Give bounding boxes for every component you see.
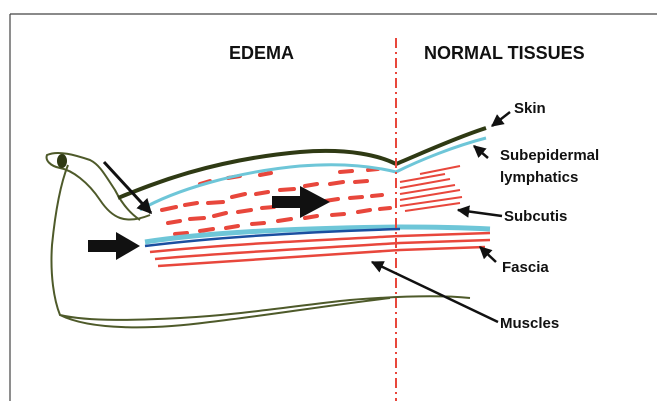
lymphatics-label: lymphatics — [500, 169, 578, 186]
fascia-pointer-arrow-icon — [88, 232, 140, 260]
fascia-arrow-icon — [480, 247, 496, 262]
subepidermal-label: Subepidermal — [500, 147, 599, 164]
muscles-label: Muscles — [500, 315, 559, 332]
muscle-layer — [150, 233, 490, 266]
fascia-label: Fascia — [502, 259, 549, 276]
normal-tissues-header: NORMAL TISSUES — [424, 43, 585, 63]
lymphatics-arrow-icon — [474, 146, 488, 158]
normal-subcutis — [400, 166, 462, 211]
edema-header: EDEMA — [229, 43, 294, 63]
skin-arrow-icon — [492, 112, 510, 126]
limb-tip — [57, 154, 67, 168]
muscles-arrow-icon — [372, 262, 498, 322]
subcutis-arrow-icon — [458, 210, 502, 216]
skin-label: Skin — [514, 100, 546, 117]
subcutis-label: Subcutis — [504, 208, 567, 225]
